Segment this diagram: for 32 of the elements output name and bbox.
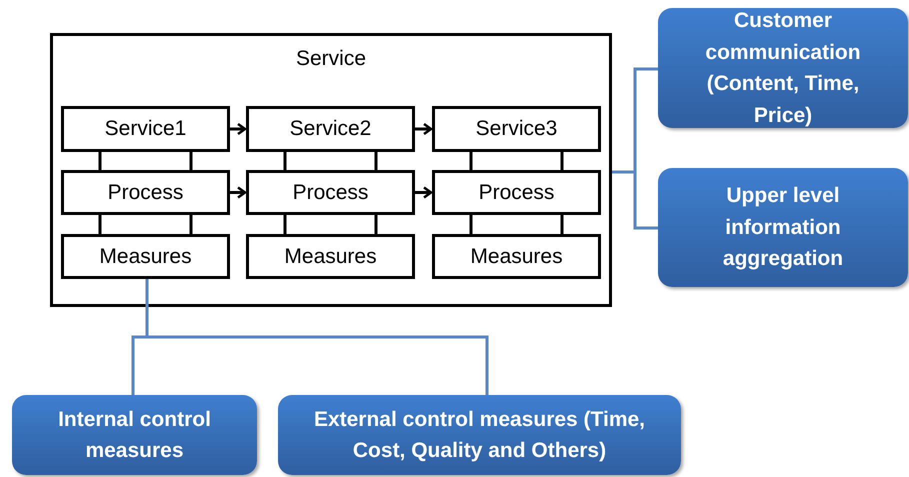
- rounded-box: Upper level information aggregation: [658, 168, 908, 287]
- arrow: [230, 186, 246, 199]
- process-box: Service3: [432, 106, 601, 152]
- group-box: [50, 33, 612, 307]
- process-box: Process: [61, 170, 230, 215]
- process-box: Process: [246, 170, 415, 215]
- connector-line: [560, 152, 564, 170]
- connector-line: [98, 215, 102, 234]
- connector-line: [374, 152, 378, 170]
- arrow: [230, 122, 246, 136]
- connector-line: [190, 152, 192, 170]
- connector-line: [560, 215, 564, 234]
- connector-line: [284, 215, 286, 234]
- connector-line: [374, 215, 378, 234]
- connector-line: [284, 152, 286, 170]
- connector-line: [612, 170, 658, 230]
- connector-line: [470, 152, 472, 170]
- rounded-box: Internal control measures: [12, 395, 257, 475]
- arrow: [415, 186, 432, 199]
- connector-line: [98, 152, 102, 170]
- rounded-box: External control measures (Time, Cost, Quality and Others): [278, 395, 681, 475]
- process-box: Process: [432, 170, 601, 215]
- process-box: Service2: [246, 106, 415, 152]
- group-title: Service: [294, 46, 368, 72]
- connector-line: [190, 215, 192, 234]
- process-box: Service1: [61, 106, 230, 152]
- process-box: Measures: [61, 234, 230, 279]
- connector-line: [470, 215, 472, 234]
- process-box: Measures: [246, 234, 415, 279]
- rounded-box: Customer communication (Content, Time, Price): [658, 8, 908, 128]
- arrow: [415, 122, 432, 136]
- process-box: Measures: [432, 234, 601, 279]
